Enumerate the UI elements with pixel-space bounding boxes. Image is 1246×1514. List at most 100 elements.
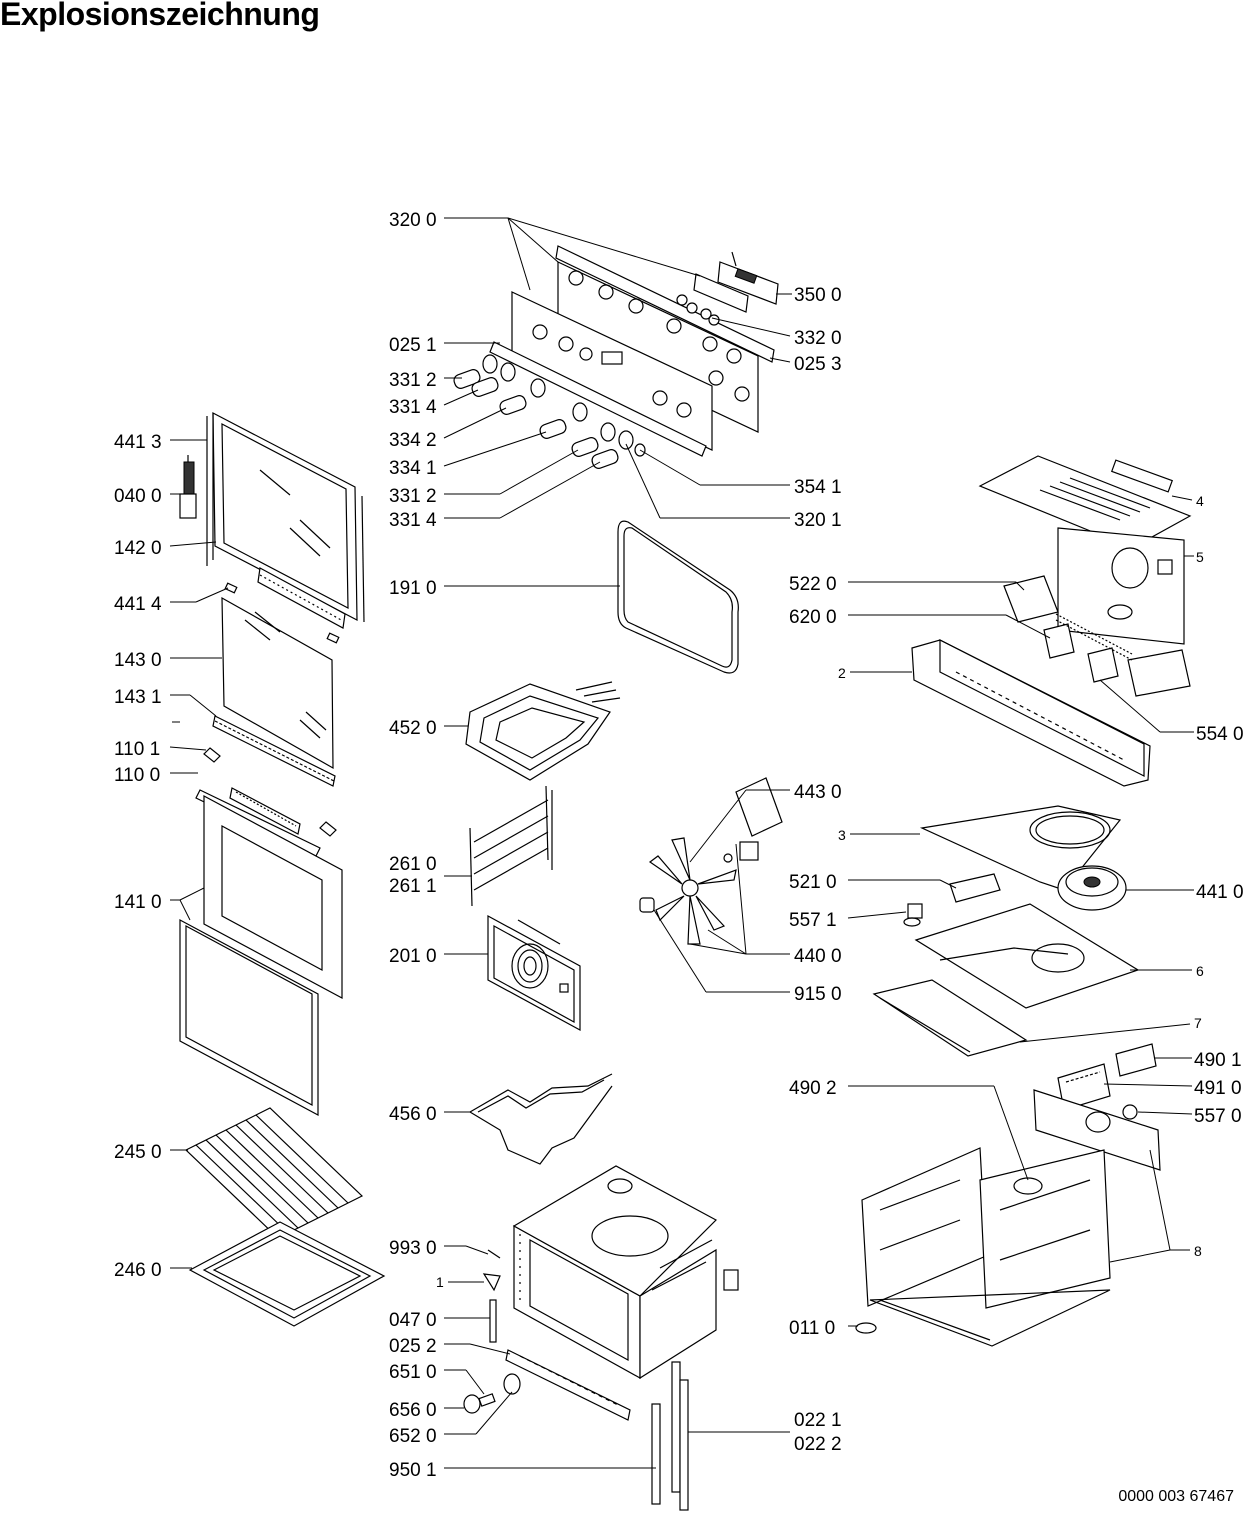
callout-490-2: 490 2 <box>789 1078 837 1099</box>
callout-4: 4 <box>1196 493 1204 509</box>
callout-040-0: 040 0 <box>114 486 162 507</box>
relay-part <box>1003 575 1191 697</box>
top-cover-part <box>978 455 1192 549</box>
lower-heating-element-part <box>469 1073 613 1165</box>
door-frame-part <box>206 412 365 623</box>
outer-door-glass-part <box>179 794 343 1117</box>
terminal-part <box>1057 1043 1157 1111</box>
callout-3: 3 <box>838 827 846 843</box>
callout-1: 1 <box>436 1274 444 1290</box>
page-title: Explosionszeichnung <box>0 0 320 32</box>
callout-110-0: 110 0 <box>114 765 160 786</box>
callout-440-0: 440 0 <box>794 946 842 967</box>
control-panel-part <box>489 245 775 457</box>
side-trim-part <box>651 1361 689 1511</box>
callout-047-0: 047 0 <box>389 1310 437 1331</box>
callout-915-0: 915 0 <box>794 984 842 1005</box>
button-set-part <box>676 294 720 326</box>
fan-plate-part <box>919 805 1122 891</box>
rear-panel-part <box>1057 527 1185 645</box>
callout-441-3: 441 3 <box>114 432 162 453</box>
housing-part <box>861 1147 1111 1347</box>
callout-201-0: 201 0 <box>389 946 437 967</box>
callout-652-0: 652 0 <box>389 1426 437 1447</box>
callout-557-0: 557 0 <box>1194 1106 1242 1127</box>
callout-025-1: 025 1 <box>389 335 437 356</box>
callout-441-4: 441 4 <box>114 594 162 615</box>
grill-element-part <box>465 681 621 781</box>
callout-320-0: 320 0 <box>389 210 437 231</box>
callout-331-4-a: 331 4 <box>389 397 437 418</box>
callout-490-1: 490 1 <box>1194 1050 1242 1071</box>
callout-554-0: 554 0 <box>1196 724 1244 745</box>
callout-022-2: 022 2 <box>794 1434 842 1455</box>
door-handle-part <box>195 747 337 857</box>
callout-456-0: 456 0 <box>389 1104 437 1125</box>
fan-wheel-part <box>1057 865 1127 911</box>
callout-521-0: 521 0 <box>789 872 837 893</box>
callout-261-0: 261 0 <box>389 854 437 875</box>
door-seal-part <box>617 520 739 674</box>
callout-320-1: 320 1 <box>794 510 842 531</box>
callout-143-0: 143 0 <box>114 650 162 671</box>
callout-354-1: 354 1 <box>794 477 842 498</box>
callout-2: 2 <box>838 665 846 681</box>
callout-191-0: 191 0 <box>389 578 437 599</box>
thermostat-part <box>903 873 1001 927</box>
wire-shelf-part <box>184 1107 364 1239</box>
fan-motor-part <box>723 777 783 863</box>
callout-557-1: 557 1 <box>789 910 837 931</box>
callout-8: 8 <box>1194 1243 1202 1259</box>
callout-7: 7 <box>1194 1015 1202 1031</box>
callout-620-0: 620 0 <box>789 607 837 628</box>
leader-lines <box>169 217 1194 1469</box>
callout-491-0: 491 0 <box>1194 1078 1242 1099</box>
fan-cover-part <box>487 914 581 1032</box>
glass-retainer-strip <box>212 567 346 787</box>
inner-glass-part <box>221 596 334 770</box>
document-number: 0000 003 67467 <box>1118 1488 1234 1505</box>
callout-6: 6 <box>1196 963 1204 979</box>
callout-261-1: 261 1 <box>389 876 437 897</box>
callout-110-1: 110 1 <box>114 739 160 760</box>
fan-housing-part <box>911 639 1151 787</box>
callout-331-2-a: 331 2 <box>389 370 437 391</box>
callout-443-0: 443 0 <box>794 782 842 803</box>
small-fittings-part <box>463 1249 521 1414</box>
callout-011-0: 011 0 <box>789 1318 835 1339</box>
callout-331-4-b: 331 4 <box>389 510 437 531</box>
callout-022-1: 022 1 <box>794 1410 842 1431</box>
callout-142-0: 142 0 <box>114 538 162 559</box>
callout-522-0: 522 0 <box>789 574 837 595</box>
callout-246-0: 246 0 <box>114 1260 162 1281</box>
callout-5: 5 <box>1196 549 1204 565</box>
callout-labels: 320 0 350 0 332 0 025 1 025 3 331 2 331 … <box>114 210 1244 1481</box>
foot-part <box>855 1322 877 1334</box>
callout-331-2-b: 331 2 <box>389 486 437 507</box>
oven-cavity-part <box>512 1165 739 1380</box>
callout-143-1: 143 1 <box>114 687 162 708</box>
callout-025-3: 025 3 <box>794 354 842 375</box>
callout-350-0: 350 0 <box>794 285 842 306</box>
callout-656-0: 656 0 <box>389 1400 437 1421</box>
callout-950-1: 950 1 <box>389 1460 437 1481</box>
callout-651-0: 651 0 <box>389 1362 437 1383</box>
callout-334-1: 334 1 <box>389 458 437 479</box>
callout-334-2: 334 2 <box>389 430 437 451</box>
fan-blade-part <box>639 837 737 945</box>
electronic-module-part <box>693 251 779 313</box>
callout-245-0: 245 0 <box>114 1142 162 1163</box>
hinge-part <box>179 455 197 519</box>
callout-993-0: 993 0 <box>389 1238 437 1259</box>
callout-141-0: 141 0 <box>114 892 162 913</box>
knob-set-part <box>453 354 646 469</box>
callout-441-0: 441 0 <box>1196 882 1244 903</box>
callout-452-0: 452 0 <box>389 718 437 739</box>
callout-332-0: 332 0 <box>794 328 842 349</box>
front-strip-part <box>505 1349 631 1421</box>
baking-tray-part <box>188 1221 386 1327</box>
side-bracket-part <box>1033 1089 1161 1171</box>
side-rack-part <box>469 785 553 907</box>
callout-025-2: 025 2 <box>389 1336 437 1357</box>
